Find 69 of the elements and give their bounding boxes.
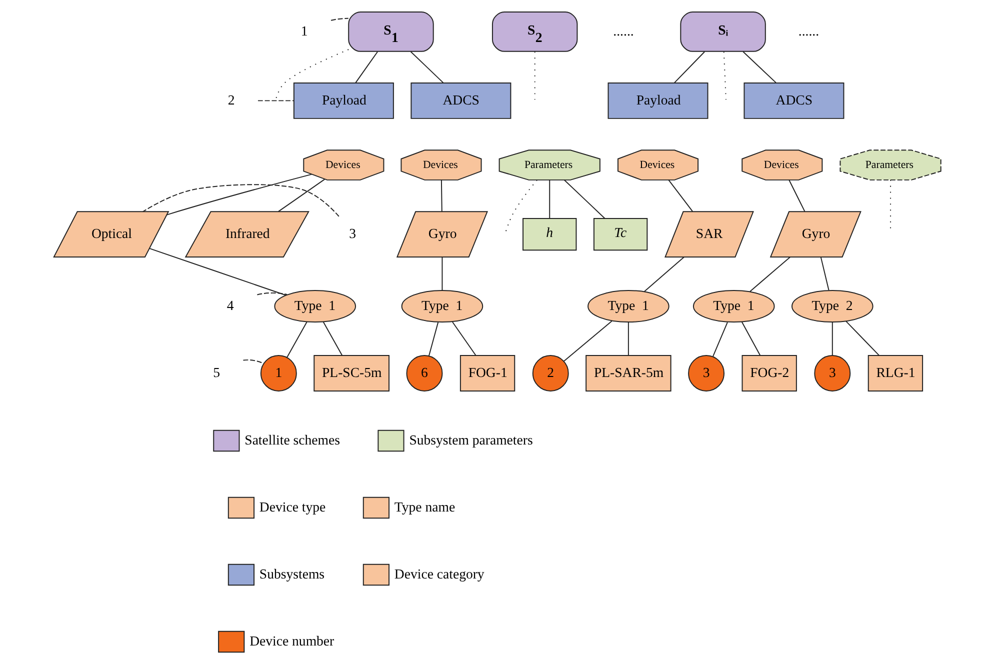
- node-ellipse: Type 2: [790, 290, 873, 323]
- node-circle: 3: [814, 355, 850, 392]
- node-box: ADCS: [743, 82, 844, 119]
- connector: [643, 256, 684, 292]
- node-circle: 2: [532, 355, 568, 392]
- connector: [563, 179, 605, 219]
- connector: [166, 174, 312, 216]
- connector: [322, 322, 342, 356]
- connector: [627, 322, 628, 356]
- node-text: 1: [300, 23, 308, 38]
- connector: [712, 322, 728, 357]
- node-box: PL-SAR-5m: [585, 355, 671, 392]
- label: ......: [798, 23, 819, 38]
- connector: [256, 100, 294, 102]
- connector: [548, 179, 550, 219]
- legend-label: Subsystems: [258, 566, 324, 582]
- node-box: FOG-1: [459, 355, 515, 392]
- connector: [286, 322, 307, 358]
- legend-label: Satellite schemes: [244, 432, 340, 448]
- node-box: Payload: [607, 82, 708, 119]
- connector: [562, 320, 612, 362]
- node-ellipse: Type 1: [587, 290, 669, 323]
- connector: [504, 180, 538, 234]
- connector: [831, 322, 832, 356]
- label: ......: [612, 23, 634, 38]
- connector: [242, 359, 264, 364]
- connector: [668, 179, 693, 212]
- connector: [148, 248, 286, 296]
- node-box: ADCS: [410, 82, 511, 119]
- connector: [428, 322, 438, 356]
- node-text: 5: [212, 364, 220, 380]
- connector: [674, 51, 705, 84]
- node-ellipse: Type 1: [400, 290, 483, 323]
- node-box: PL-SC-5m: [313, 355, 389, 392]
- legend-label: Device category: [394, 566, 484, 582]
- connector: [441, 256, 442, 291]
- node-text: 4: [226, 298, 234, 313]
- connector: [788, 179, 805, 212]
- node-box: h: [522, 218, 576, 251]
- legend-label: Subsystem parameters: [408, 432, 532, 448]
- connector: [740, 322, 760, 356]
- node-text: 2: [227, 92, 234, 108]
- node-ellipse: Type 1: [274, 290, 356, 323]
- connector: [142, 184, 339, 217]
- legend-label: Type name: [394, 499, 455, 514]
- connector: [742, 51, 776, 84]
- connector: [845, 320, 880, 356]
- legend-label: Device type: [258, 499, 326, 514]
- node-ellipse: Type 1: [692, 290, 774, 323]
- node-text: 3: [348, 226, 356, 241]
- node-circle: 6: [406, 355, 442, 392]
- connector: [330, 18, 348, 21]
- legend-label: Device number: [249, 633, 334, 648]
- node-circle: 3: [688, 355, 724, 392]
- node-box: Tc: [592, 218, 648, 251]
- connector: [256, 292, 288, 296]
- node-box: Sᵢ: [680, 12, 766, 52]
- node-box: Payload: [292, 82, 394, 119]
- node-box: FOG-2: [741, 355, 796, 392]
- connector: [749, 256, 790, 292]
- node-circle: 1: [260, 355, 296, 392]
- connector: [354, 51, 378, 84]
- connector: [440, 179, 442, 212]
- connector: [410, 51, 444, 84]
- connector: [274, 49, 349, 100]
- connector: [820, 256, 829, 291]
- connector: [277, 178, 325, 212]
- connector: [452, 322, 476, 356]
- node-box: RLG-1: [867, 355, 923, 392]
